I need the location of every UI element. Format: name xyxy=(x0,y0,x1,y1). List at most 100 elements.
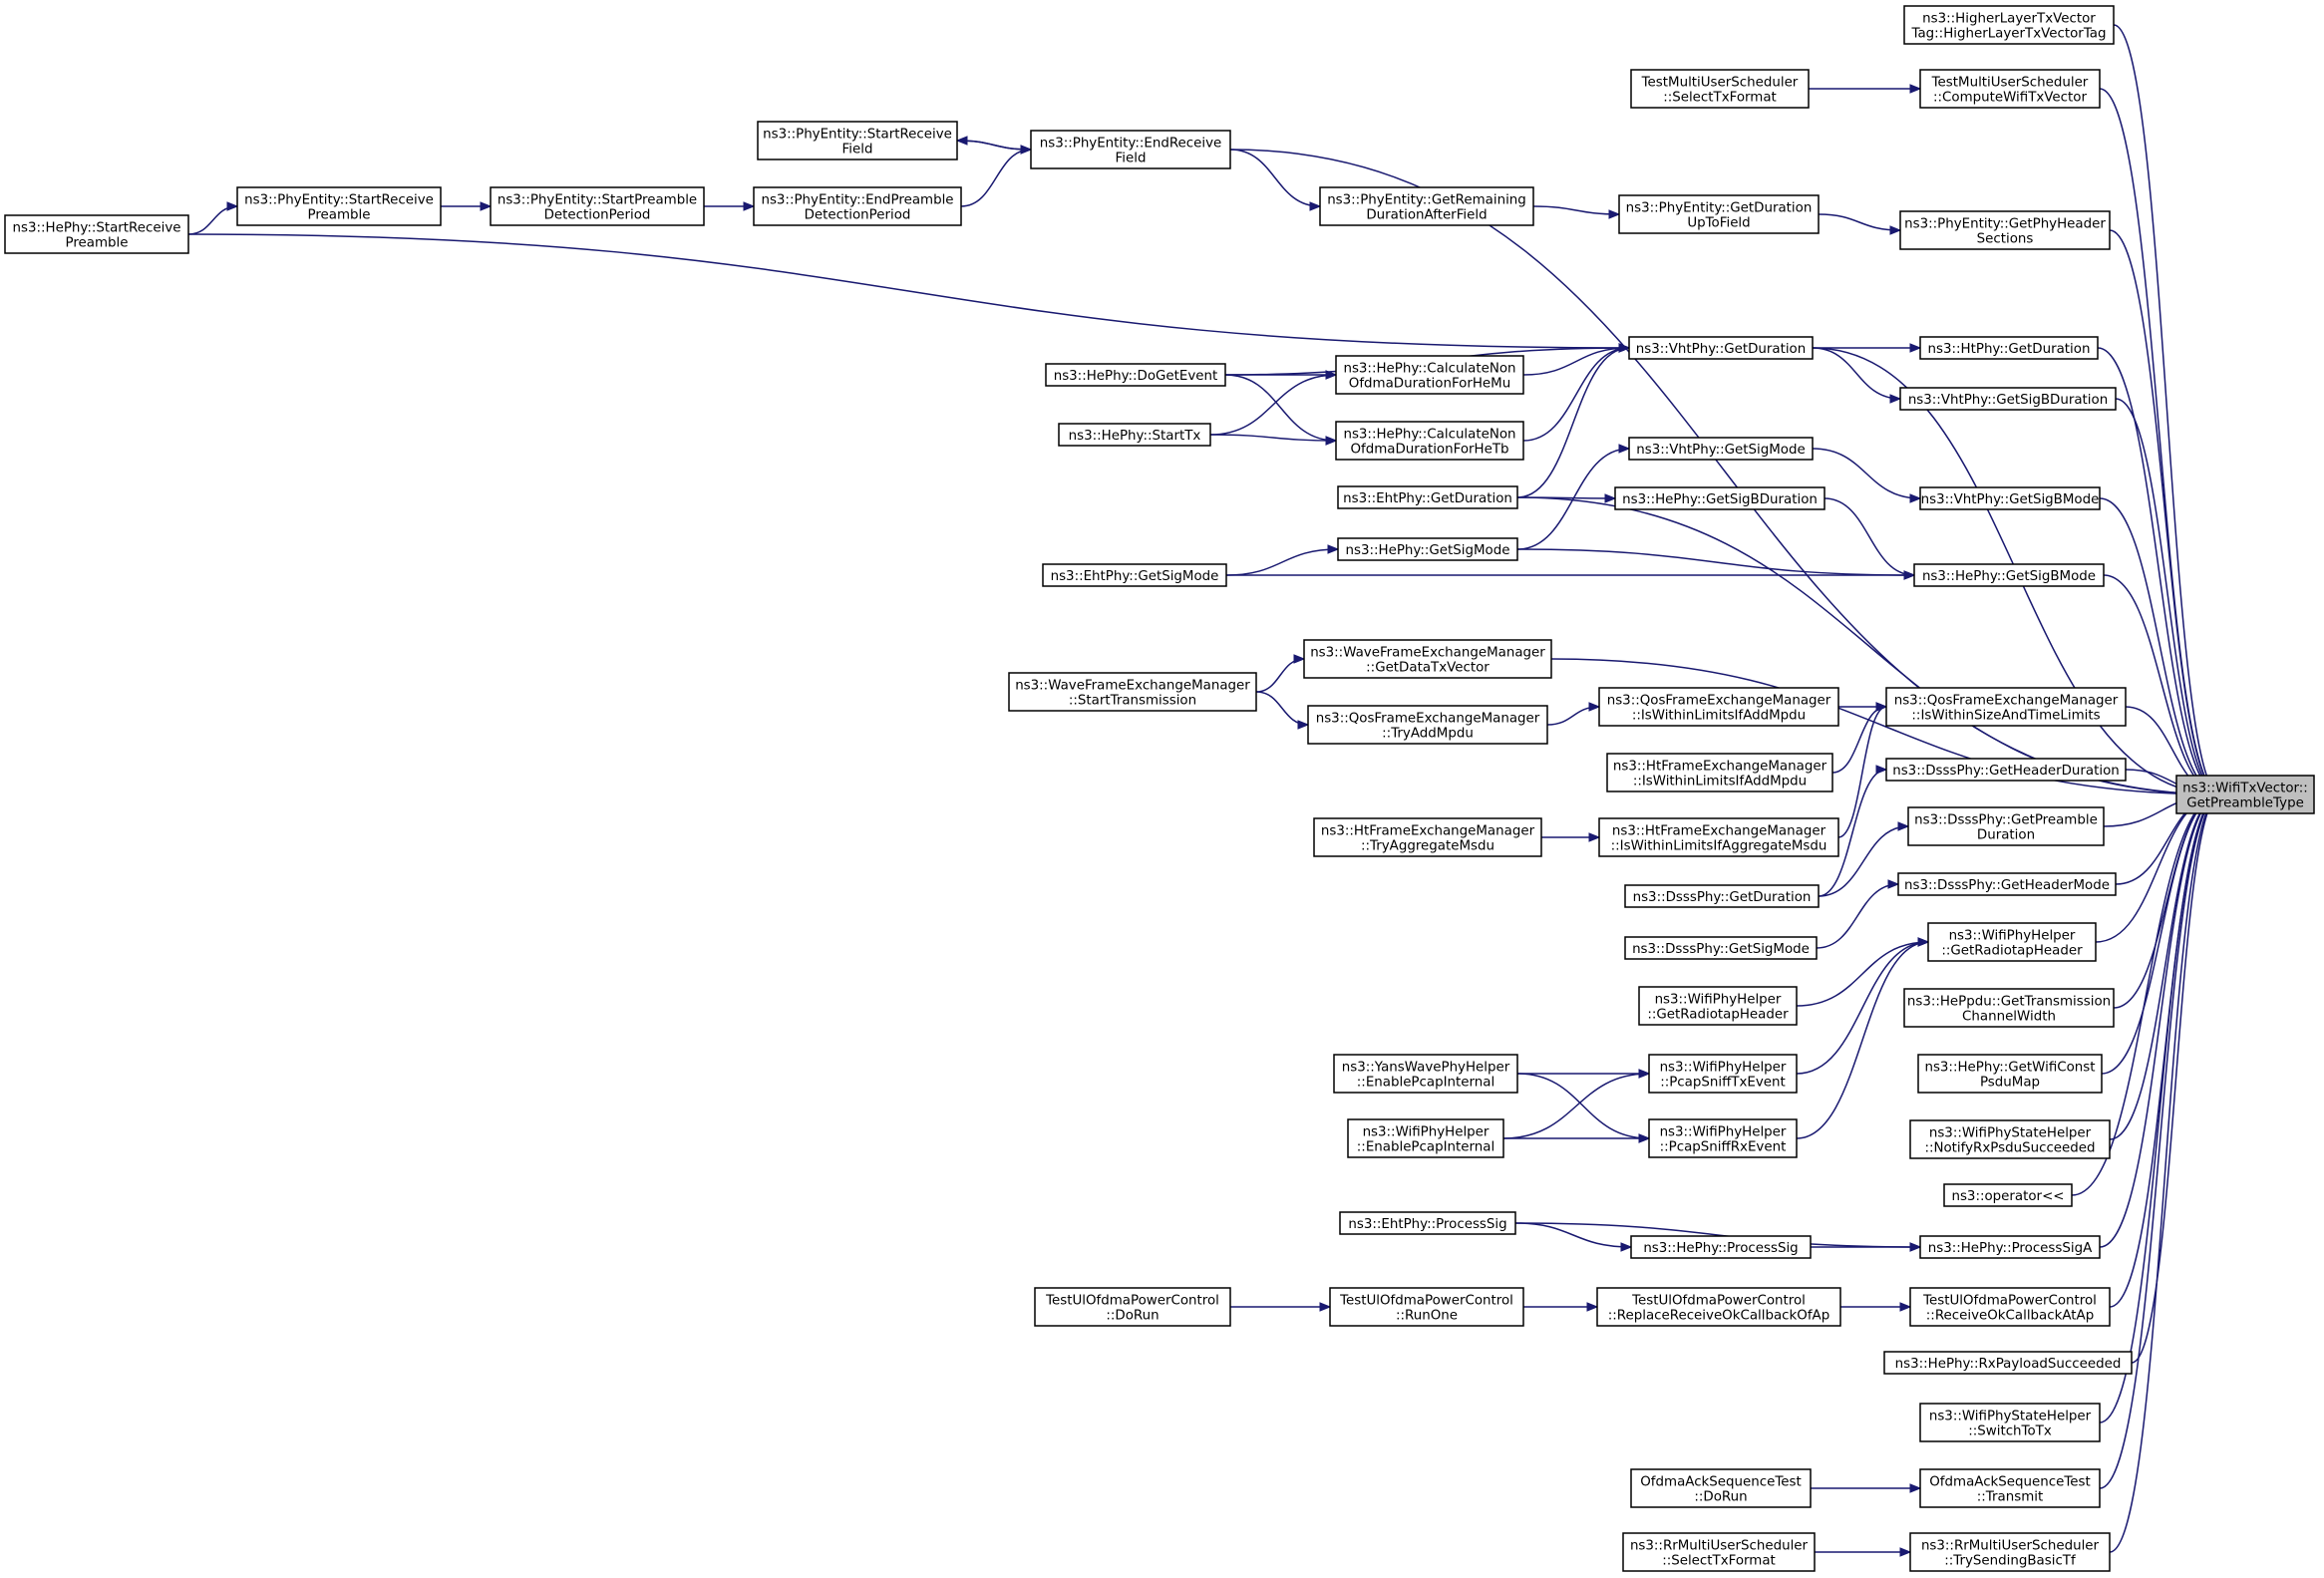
function-node[interactable]: ns3::PhyEntity::StartPreambleDetectionPe… xyxy=(490,186,705,226)
node-box xyxy=(1618,194,1820,234)
node-box xyxy=(1303,639,1552,679)
node-label: ::TrySendingBasicTf xyxy=(1944,1554,2076,1569)
node-box xyxy=(1335,421,1524,461)
node-box xyxy=(1909,1532,2111,1572)
function-node[interactable]: ns3::PhyEntity::EndPreambleDetectionPeri… xyxy=(753,186,962,226)
node-box xyxy=(757,121,958,160)
call-edge xyxy=(2109,229,2221,795)
function-node[interactable]: ns3::HePhy::DoGetEvent xyxy=(1045,363,1226,387)
function-node[interactable]: ns3::DsssPhy::GetHeaderMode xyxy=(1897,872,2117,896)
node-label: Duration xyxy=(1977,828,2035,843)
function-node[interactable]: ns3::EhtPhy::ProcessSig xyxy=(1339,1211,1516,1235)
function-node[interactable]: ns3::PhyEntity::GetRemainingDurationAfte… xyxy=(1319,186,1534,226)
function-node[interactable]: ns3::WifiPhyHelper::GetRadiotapHeader xyxy=(1638,986,1798,1026)
edge-arrowhead xyxy=(1293,654,1306,664)
function-node[interactable]: ns3::HePhy::ProcessSigA xyxy=(1919,1235,2101,1259)
node-label: ns3::HePhy::CalculateNon xyxy=(1343,428,1515,443)
function-node[interactable]: ns3::DsssPhy::GetHeaderDuration xyxy=(1885,758,2127,782)
edge-arrowhead xyxy=(1638,1133,1651,1143)
node-label: ns3::HePhy::StartTx xyxy=(1069,429,1201,444)
function-node[interactable]: ns3::QosFrameExchangeManager::IsWithinLi… xyxy=(1598,687,1839,727)
function-node[interactable]: ns3::HePhy::GetSigBDuration xyxy=(1614,486,1826,510)
function-node[interactable]: ns3::WifiPhyHelper::EnablePcapInternal xyxy=(1347,1118,1504,1158)
function-node[interactable]: OfdmaAckSequenceTest::Transmit xyxy=(1919,1468,2101,1508)
function-node[interactable]: ns3::YansWavePhyHelper::EnablePcapIntern… xyxy=(1333,1054,1518,1094)
function-node[interactable]: ns3::WifiPhyHelper::PcapSniffTxEvent xyxy=(1648,1054,1798,1094)
function-node[interactable]: ns3::HePhy::GetSigMode xyxy=(1337,537,1518,561)
call-edge xyxy=(956,140,1032,151)
function-node[interactable]: ns3::HePhy::CalculateNonOfdmaDurationFor… xyxy=(1335,355,1524,395)
node-label: ::TryAddMpdu xyxy=(1382,727,1474,742)
function-node[interactable]: ns3::HePhy::CalculateNonOfdmaDurationFor… xyxy=(1335,421,1524,461)
function-node[interactable]: ns3::WifiPhyHelper::GetRadiotapHeader xyxy=(1927,922,2097,962)
function-node[interactable]: ns3::WaveFrameExchangeManager::StartTran… xyxy=(1008,672,1257,712)
function-node[interactable]: ns3::EhtPhy::GetSigMode xyxy=(1042,563,1227,587)
function-node[interactable]: ns3::QosFrameExchangeManager::IsWithinSi… xyxy=(1885,687,2127,727)
node-label: ::IsWithinSizeAndTimeLimits xyxy=(1911,709,2100,724)
function-node[interactable]: ns3::VhtPhy::GetSigBDuration xyxy=(1899,387,2117,411)
function-node[interactable]: ns3::HtPhy::GetDuration xyxy=(1919,336,2099,360)
function-node[interactable]: ns3::VhtPhy::GetSigBMode xyxy=(1919,486,2101,510)
node-label: Field xyxy=(842,143,873,158)
node-label: ::GetRadiotapHeader xyxy=(1647,1008,1789,1023)
function-node[interactable]: ns3::VhtPhy::GetDuration xyxy=(1628,336,1814,360)
node-box xyxy=(1919,1468,2101,1508)
function-node[interactable]: ns3::operator<< xyxy=(1943,1183,2073,1207)
function-node[interactable]: ns3::HePhy::RxPayloadSucceeded xyxy=(1883,1351,2133,1375)
call-edge xyxy=(1818,769,1887,897)
node-label: ns3::PhyEntity::StartReceive xyxy=(244,193,434,208)
function-node[interactable]: ns3::WifiPhyStateHelper::NotifyRxPsduSuc… xyxy=(1909,1119,2111,1159)
root-function-node[interactable]: ns3::WifiTxVector::GetPreambleType xyxy=(2175,775,2315,814)
node-box xyxy=(1614,486,1826,510)
node-box xyxy=(1899,210,2111,250)
edge-arrowhead xyxy=(1325,436,1338,446)
function-node[interactable]: TestUlOfdmaPowerControl::DoRun xyxy=(1034,1287,1231,1327)
function-node[interactable]: ns3::HtFrameExchangeManager::IsWithinLim… xyxy=(1606,753,1833,792)
function-node[interactable]: ns3::EhtPhy::GetDuration xyxy=(1337,485,1518,509)
function-node[interactable]: TestMultiUserScheduler::SelectTxFormat xyxy=(1630,69,1810,109)
node-box xyxy=(1885,758,2127,782)
node-label: Tag::HigherLayerTxVectorTag xyxy=(1911,27,2107,42)
node-label: ::TryAggregateMsdu xyxy=(1361,839,1494,854)
node-label: ns3::QosFrameExchangeManager xyxy=(1316,712,1540,727)
function-node[interactable]: ns3::VhtPhy::GetSigMode xyxy=(1628,437,1814,461)
function-node[interactable]: ns3::WifiPhyStateHelper::SwitchToTx xyxy=(1919,1403,2101,1442)
function-node[interactable]: ns3::HigherLayerTxVectorTag::HigherLayer… xyxy=(1903,5,2115,45)
function-node[interactable]: ns3::HePhy::ProcessSig xyxy=(1630,1235,1812,1259)
function-node[interactable]: ns3::HePhy::GetSigBMode xyxy=(1913,563,2105,587)
node-box xyxy=(2175,775,2315,814)
function-node[interactable]: ns3::HtFrameExchangeManager::IsWithinLim… xyxy=(1598,817,1839,857)
function-node[interactable]: ns3::DsssPhy::GetDuration xyxy=(1624,884,1820,908)
function-node[interactable]: ns3::QosFrameExchangeManager::TryAddMpdu xyxy=(1307,705,1548,745)
function-node[interactable]: TestUlOfdmaPowerControl::ReceiveOkCallba… xyxy=(1909,1287,2111,1327)
node-label: ::IsWithinLimitsIfAggregateMsdu xyxy=(1611,839,1827,854)
edge-arrowhead xyxy=(1608,209,1621,219)
node-label: ns3::WifiPhyHelper xyxy=(1660,1125,1787,1140)
node-box xyxy=(1919,1403,2101,1442)
function-node[interactable]: OfdmaAckSequenceTest::DoRun xyxy=(1630,1468,1812,1508)
call-edge xyxy=(1796,941,1929,1007)
function-node[interactable]: ns3::DsssPhy::GetSigMode xyxy=(1624,936,1818,960)
edge-arrowhead xyxy=(1897,821,1910,831)
function-node[interactable]: ns3::RrMultiUserScheduler::TrySendingBas… xyxy=(1909,1532,2111,1572)
function-node[interactable]: ns3::WaveFrameExchangeManager::GetDataTx… xyxy=(1303,639,1552,679)
call-edge xyxy=(1516,548,1915,576)
edge-arrowhead xyxy=(1319,1302,1332,1312)
function-node[interactable]: ns3::RrMultiUserScheduler::SelectTxForma… xyxy=(1622,1532,1816,1572)
call-edge xyxy=(1224,374,1337,442)
function-node[interactable]: ns3::HtFrameExchangeManager::TryAggregat… xyxy=(1313,817,1542,857)
function-node[interactable]: TestUlOfdmaPowerControl::RunOne xyxy=(1329,1287,1524,1327)
function-node[interactable]: ns3::WifiPhyHelper::PcapSniffRxEvent xyxy=(1648,1118,1798,1158)
function-node[interactable]: TestUlOfdmaPowerControl::ReplaceReceiveO… xyxy=(1596,1287,1841,1327)
function-node[interactable]: TestMultiUserScheduler::ComputeWifiTxVec… xyxy=(1919,69,2101,109)
function-node[interactable]: ns3::HePhy::StartTx xyxy=(1058,423,1211,447)
